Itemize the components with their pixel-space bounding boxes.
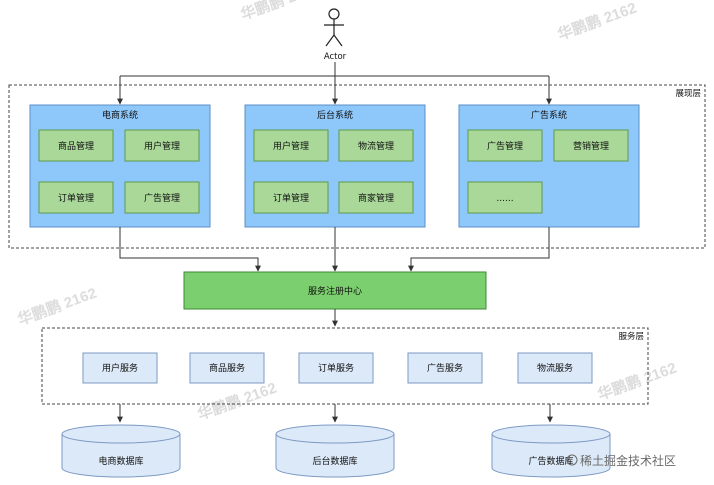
module-label: ...... <box>496 194 513 204</box>
service-layer-boundary <box>41 327 649 405</box>
actor-connectors <box>117 62 552 105</box>
module-label: 广告管理 <box>144 192 180 204</box>
module-box[interactable]: 订单管理 <box>38 181 114 214</box>
module-box[interactable]: 订单管理 <box>253 181 329 214</box>
service-label: 订单服务 <box>318 362 354 374</box>
watermark-text: 华鹏鹏 2162 <box>15 284 99 329</box>
watermark-text: 华鹏鹏 2162 <box>555 0 639 44</box>
module-box[interactable]: 广告管理 <box>124 181 200 214</box>
module-box[interactable]: ...... <box>467 181 543 214</box>
site-logo-icon <box>566 454 578 466</box>
service-box-ad[interactable]: 广告服务 <box>407 352 483 384</box>
actor-head-icon <box>328 8 340 20</box>
service-layer-title: 服务层 <box>618 331 644 342</box>
module-box[interactable]: 商家管理 <box>338 181 414 214</box>
module-box[interactable]: 用户管理 <box>253 129 329 162</box>
module-box[interactable]: 广告管理 <box>467 129 543 162</box>
database-ecommerce[interactable]: 电商数据库 <box>61 424 181 478</box>
module-label: 广告管理 <box>487 140 523 152</box>
watermark-text: 华鹏鹏 2162 <box>195 379 279 424</box>
system-backoffice[interactable]: 后台系统 用户管理 物流管理 订单管理 商家管理 <box>244 104 426 228</box>
watermark-text: 华鹏鹏 2162 <box>238 0 322 24</box>
database-label: 广告数据库 <box>528 455 573 467</box>
service-label: 用户服务 <box>102 362 138 374</box>
site-watermark-text: 稀土掘金技术社区 <box>580 453 676 468</box>
database-icon <box>491 424 611 444</box>
presentation-layer-boundary <box>8 84 706 249</box>
database-icon <box>61 424 181 444</box>
module-label: 物流管理 <box>358 140 394 152</box>
database-label: 电商数据库 <box>98 455 143 467</box>
database-advertising[interactable]: 广告数据库 <box>491 424 611 478</box>
module-label: 用户管理 <box>273 140 309 152</box>
module-box[interactable]: 营销管理 <box>553 129 629 162</box>
module-label: 订单管理 <box>58 192 94 204</box>
system-title: 后台系统 <box>317 109 353 121</box>
service-registry[interactable]: 服务注册中心 <box>183 271 487 310</box>
database-backoffice[interactable]: 后台数据库 <box>275 424 395 478</box>
module-label: 订单管理 <box>273 192 309 204</box>
module-label: 商品管理 <box>58 140 94 152</box>
module-box[interactable]: 用户管理 <box>124 129 200 162</box>
actor <box>324 8 344 47</box>
module-box[interactable]: 物流管理 <box>338 129 414 162</box>
watermark-text: 华鹏鹏 2162 <box>595 359 679 404</box>
database-label: 后台数据库 <box>312 455 357 467</box>
presentation-layer-title: 展现层 <box>675 89 701 99</box>
database-icon <box>275 424 395 444</box>
service-label: 商品服务 <box>209 362 245 374</box>
system-ecommerce[interactable]: 电商系统 商品管理 用户管理 订单管理 广告管理 <box>29 104 211 228</box>
service-box-product[interactable]: 商品服务 <box>189 352 265 384</box>
system-advertising[interactable]: 广告系统 广告管理 营销管理 ...... <box>458 104 640 228</box>
actor-label: Actor <box>324 52 347 62</box>
module-box[interactable]: 商品管理 <box>38 129 114 162</box>
service-label: 广告服务 <box>427 362 463 374</box>
module-label: 商家管理 <box>358 192 394 204</box>
system-title: 电商系统 <box>102 109 138 121</box>
service-box-logistics[interactable]: 物流服务 <box>517 352 593 384</box>
service-box-order[interactable]: 订单服务 <box>298 352 374 384</box>
service-registry-label: 服务注册中心 <box>308 285 362 297</box>
service-label: 物流服务 <box>537 362 573 374</box>
service-box-user[interactable]: 用户服务 <box>82 352 158 384</box>
site-watermark: 稀土掘金技术社区 <box>566 453 676 468</box>
system-to-registry-connectors <box>119 227 550 272</box>
module-label: 用户管理 <box>144 140 180 152</box>
service-to-db-connectors <box>117 404 553 423</box>
system-title: 广告系统 <box>531 109 567 121</box>
module-label: 营销管理 <box>573 140 609 152</box>
